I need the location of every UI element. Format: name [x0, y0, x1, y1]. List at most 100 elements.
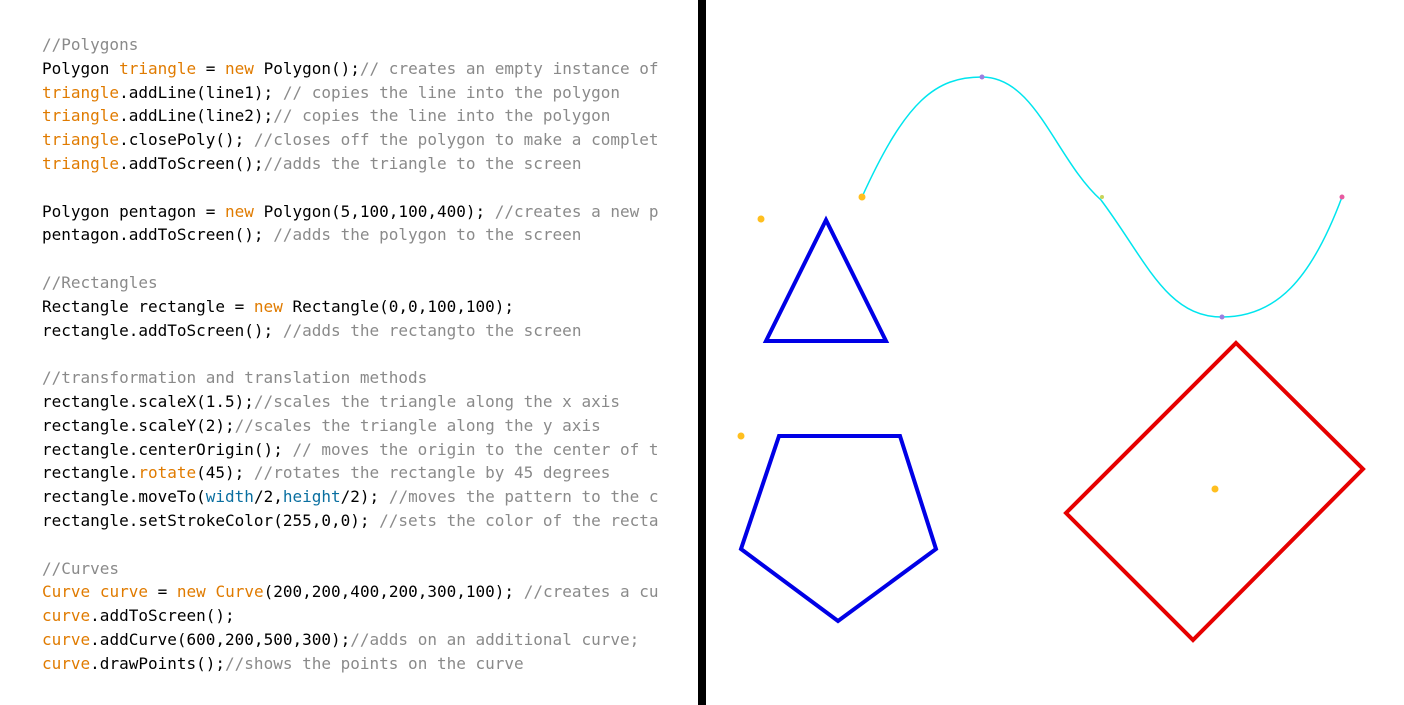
code-token: width [205, 487, 254, 507]
code-token: Rectangle(0,0,100,100); [282, 296, 515, 316]
code-token: Rectangle rectangle = [42, 296, 254, 316]
code-token: rectangle. [42, 463, 139, 483]
code-line: Polygon triangle = new Polygon();// crea… [42, 57, 659, 81]
code-line: triangle.addToScreen();//adds the triang… [42, 152, 659, 176]
code-token: .addCurve(600,200,500,300); [90, 629, 351, 649]
pentagon-shape [738, 434, 939, 624]
code-token: //Curves [42, 558, 120, 578]
code-line: Curve curve = new Curve(200,200,400,200,… [42, 580, 659, 604]
code-token: //rotates the rectangle by 45 degrees [253, 463, 611, 483]
code-token: (200,200,400,200,300,100); [263, 582, 524, 602]
code-token: //shows the points on the curve [225, 653, 524, 673]
code-token: triangle [42, 106, 120, 126]
curve-control-point-bottom [1219, 314, 1225, 320]
code-line: curve.drawPoints();//shows the points on… [42, 652, 659, 676]
code-token: //closes off the polygon to make a compl… [253, 130, 659, 150]
code-line [42, 342, 659, 366]
code-token: Curve [42, 582, 91, 602]
code-token: rectangle.addToScreen(); [42, 320, 283, 340]
code-token: .addToScreen(); [119, 153, 264, 173]
code-token [206, 582, 216, 601]
code-line: //Rectangles [42, 271, 659, 295]
code-token: Polygon pentagon = [42, 201, 226, 221]
code-line: pentagon.addToScreen(); //adds the polyg… [42, 223, 659, 247]
code-token: // creates an empty instance of [359, 58, 659, 78]
code-token: curve [42, 606, 91, 626]
code-line: rectangle.moveTo(width/2,height/2); //mo… [42, 485, 659, 509]
code-token: // copies the line into the polygon [273, 106, 611, 126]
code-token: /2); [340, 487, 389, 507]
code-token: = [147, 582, 177, 602]
code-line: rectangle.rotate(45); //rotates the rect… [42, 461, 659, 485]
triangle-origin-point [757, 215, 765, 223]
code-line: curve.addCurve(600,200,500,300);//adds o… [42, 628, 659, 652]
code-token: height [282, 487, 341, 507]
code-token: .drawPoints(); [90, 653, 226, 673]
code-token [90, 582, 100, 601]
code-token: //Polygons [42, 35, 139, 54]
code-line: //Curves [42, 557, 659, 581]
code-token: //adds the triangle to the screen [263, 153, 582, 173]
code-line: Rectangle rectangle = new Rectangle(0,0,… [42, 295, 659, 319]
canvas-pane [706, 0, 1404, 705]
code-token: triangle [119, 58, 197, 78]
bezier-curve [861, 76, 1343, 318]
code-line: triangle.closePoly(); //closes off the p… [42, 128, 659, 152]
code-line: Polygon pentagon = new Polygon(5,100,100… [42, 200, 659, 224]
code-token: = [196, 58, 226, 78]
code-token: rectangle.scaleX(1.5); [42, 391, 254, 411]
curve-start-point [858, 193, 866, 201]
code-line: curve.addToScreen(); [42, 604, 659, 628]
code-token: //adds the rectangto the screen [282, 320, 582, 340]
code-line [42, 533, 659, 557]
code-line: rectangle.scaleX(1.5);//scales the trian… [42, 390, 659, 414]
code-token: //scales the triangle along the y axis [234, 415, 601, 435]
drawing-canvas [737, 74, 1366, 643]
code-token: new [253, 296, 283, 316]
pentagon-origin-point [737, 432, 745, 440]
code-token: new [176, 582, 206, 602]
pane-divider[interactable] [698, 0, 706, 705]
code-line: rectangle.centerOrigin(); // moves the o… [42, 438, 659, 462]
code-token: rotate [138, 463, 197, 483]
code-line: rectangle.addToScreen(); //adds the rect… [42, 319, 659, 343]
code-token: //moves the pattern to the c [388, 487, 659, 507]
code-token: rectangle.centerOrigin(); [42, 439, 293, 459]
code-line: triangle.addLine(line1); // copies the l… [42, 81, 659, 105]
code-token: rectangle.scaleY(2); [42, 415, 235, 435]
code-token: Polygon(5,100,100,400); [253, 201, 495, 221]
code-token: (45); [196, 463, 254, 483]
code-line: triangle.addLine(line2);// copies the li… [42, 104, 659, 128]
code-token: triangle [42, 153, 120, 173]
code-token: //Rectangles [42, 272, 158, 292]
code-token: Curve [215, 582, 264, 602]
code-line: //Polygons [42, 33, 659, 57]
code-line: rectangle.setStrokeColor(255,0,0); //set… [42, 509, 659, 533]
code-line: //transformation and translation methods [42, 366, 659, 390]
code-token: //transformation and translation methods [42, 368, 428, 388]
code-token: //adds on an additional curve; [350, 629, 640, 649]
code-token: .closePoly(); [119, 130, 254, 150]
code-line [42, 247, 659, 271]
code-token: //sets the color of the recta [379, 510, 659, 530]
code-line: rectangle.scaleY(2);//scales the triangl… [42, 414, 659, 438]
code-token: Polygon [42, 58, 120, 78]
code-token: .addToScreen(); [90, 606, 235, 626]
code-token: //scales the triangle along the x axis [253, 391, 620, 411]
code-token: new [225, 201, 254, 221]
code-line [42, 176, 659, 200]
rectangle-center-point [1211, 485, 1219, 493]
curve-end-point [1339, 194, 1345, 200]
triangle-shape [762, 215, 890, 343]
code-token: rectangle.setStrokeColor(255,0,0); [42, 510, 380, 530]
code-token: curve [42, 653, 91, 673]
code-token: pentagon.addToScreen(); [42, 225, 274, 245]
code-token: //creates a cu [523, 582, 659, 602]
curve-control-point-top [979, 74, 985, 80]
code-token: Polygon(); [253, 58, 360, 78]
code-token: //creates a new p [494, 201, 659, 221]
curve-mid-point [1100, 195, 1104, 199]
code-token: triangle [42, 82, 120, 102]
